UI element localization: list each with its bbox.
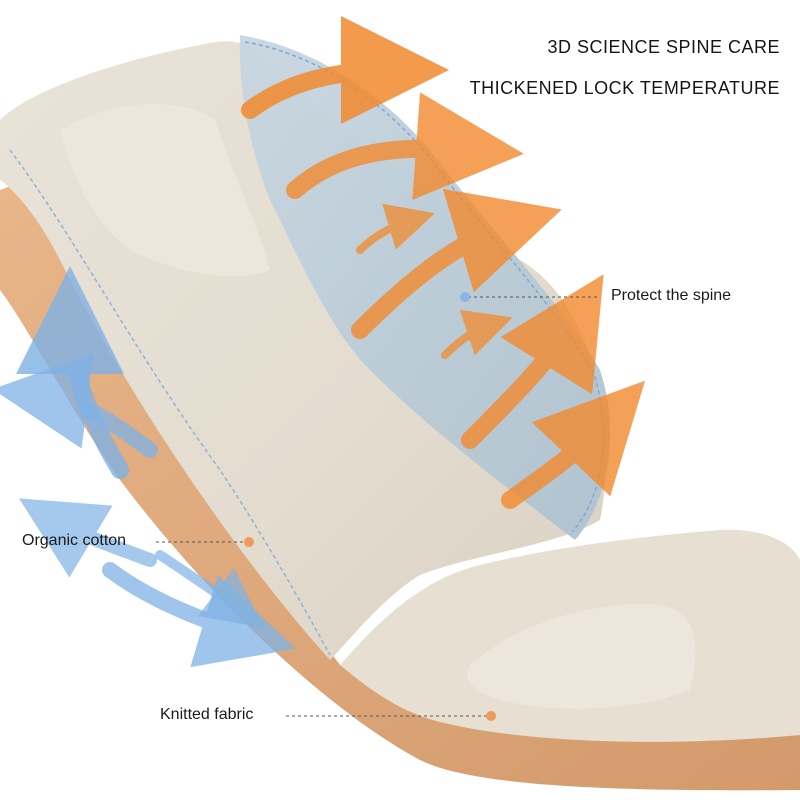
blue-curved-arrow — [102, 562, 296, 668]
orange-curved-arrow — [241, 16, 449, 125]
orange-curved-arrow — [351, 188, 562, 339]
blue-curved-arrow — [18, 498, 157, 578]
cushion-stitch — [9, 149, 331, 656]
callout-dot — [460, 292, 470, 302]
callout-dot — [244, 537, 254, 547]
callout-knit — [286, 711, 496, 721]
headrest-pad — [60, 103, 270, 277]
callout-label-spine: Protect the spine — [611, 287, 732, 304]
callout-label-cotton: Organic cotton — [22, 532, 127, 549]
blue-curved-arrow — [0, 353, 158, 458]
orange-curved-arrow — [356, 203, 436, 254]
orange-curved-arrow — [441, 309, 513, 359]
headline-spine-care: 3D SCIENCE SPINE CARE — [547, 37, 780, 57]
orange-curved-arrow — [461, 274, 604, 449]
callout-dot — [486, 711, 496, 721]
orange-curved-arrow — [501, 380, 646, 509]
cushion-edge — [0, 175, 800, 791]
blue-curved-arrow — [155, 550, 265, 628]
callout-cotton — [156, 537, 254, 547]
headline-lock-temperature: THICKENED LOCK TEMPERATURE — [469, 78, 780, 98]
cool-airflow-arrows — [0, 266, 296, 668]
seat-pad — [467, 604, 696, 709]
warm-airflow-arrows — [241, 16, 646, 509]
orange-curved-arrow — [286, 92, 524, 201]
callout-label-knit: Knitted fabric — [160, 706, 254, 723]
callout-spine — [460, 292, 600, 302]
